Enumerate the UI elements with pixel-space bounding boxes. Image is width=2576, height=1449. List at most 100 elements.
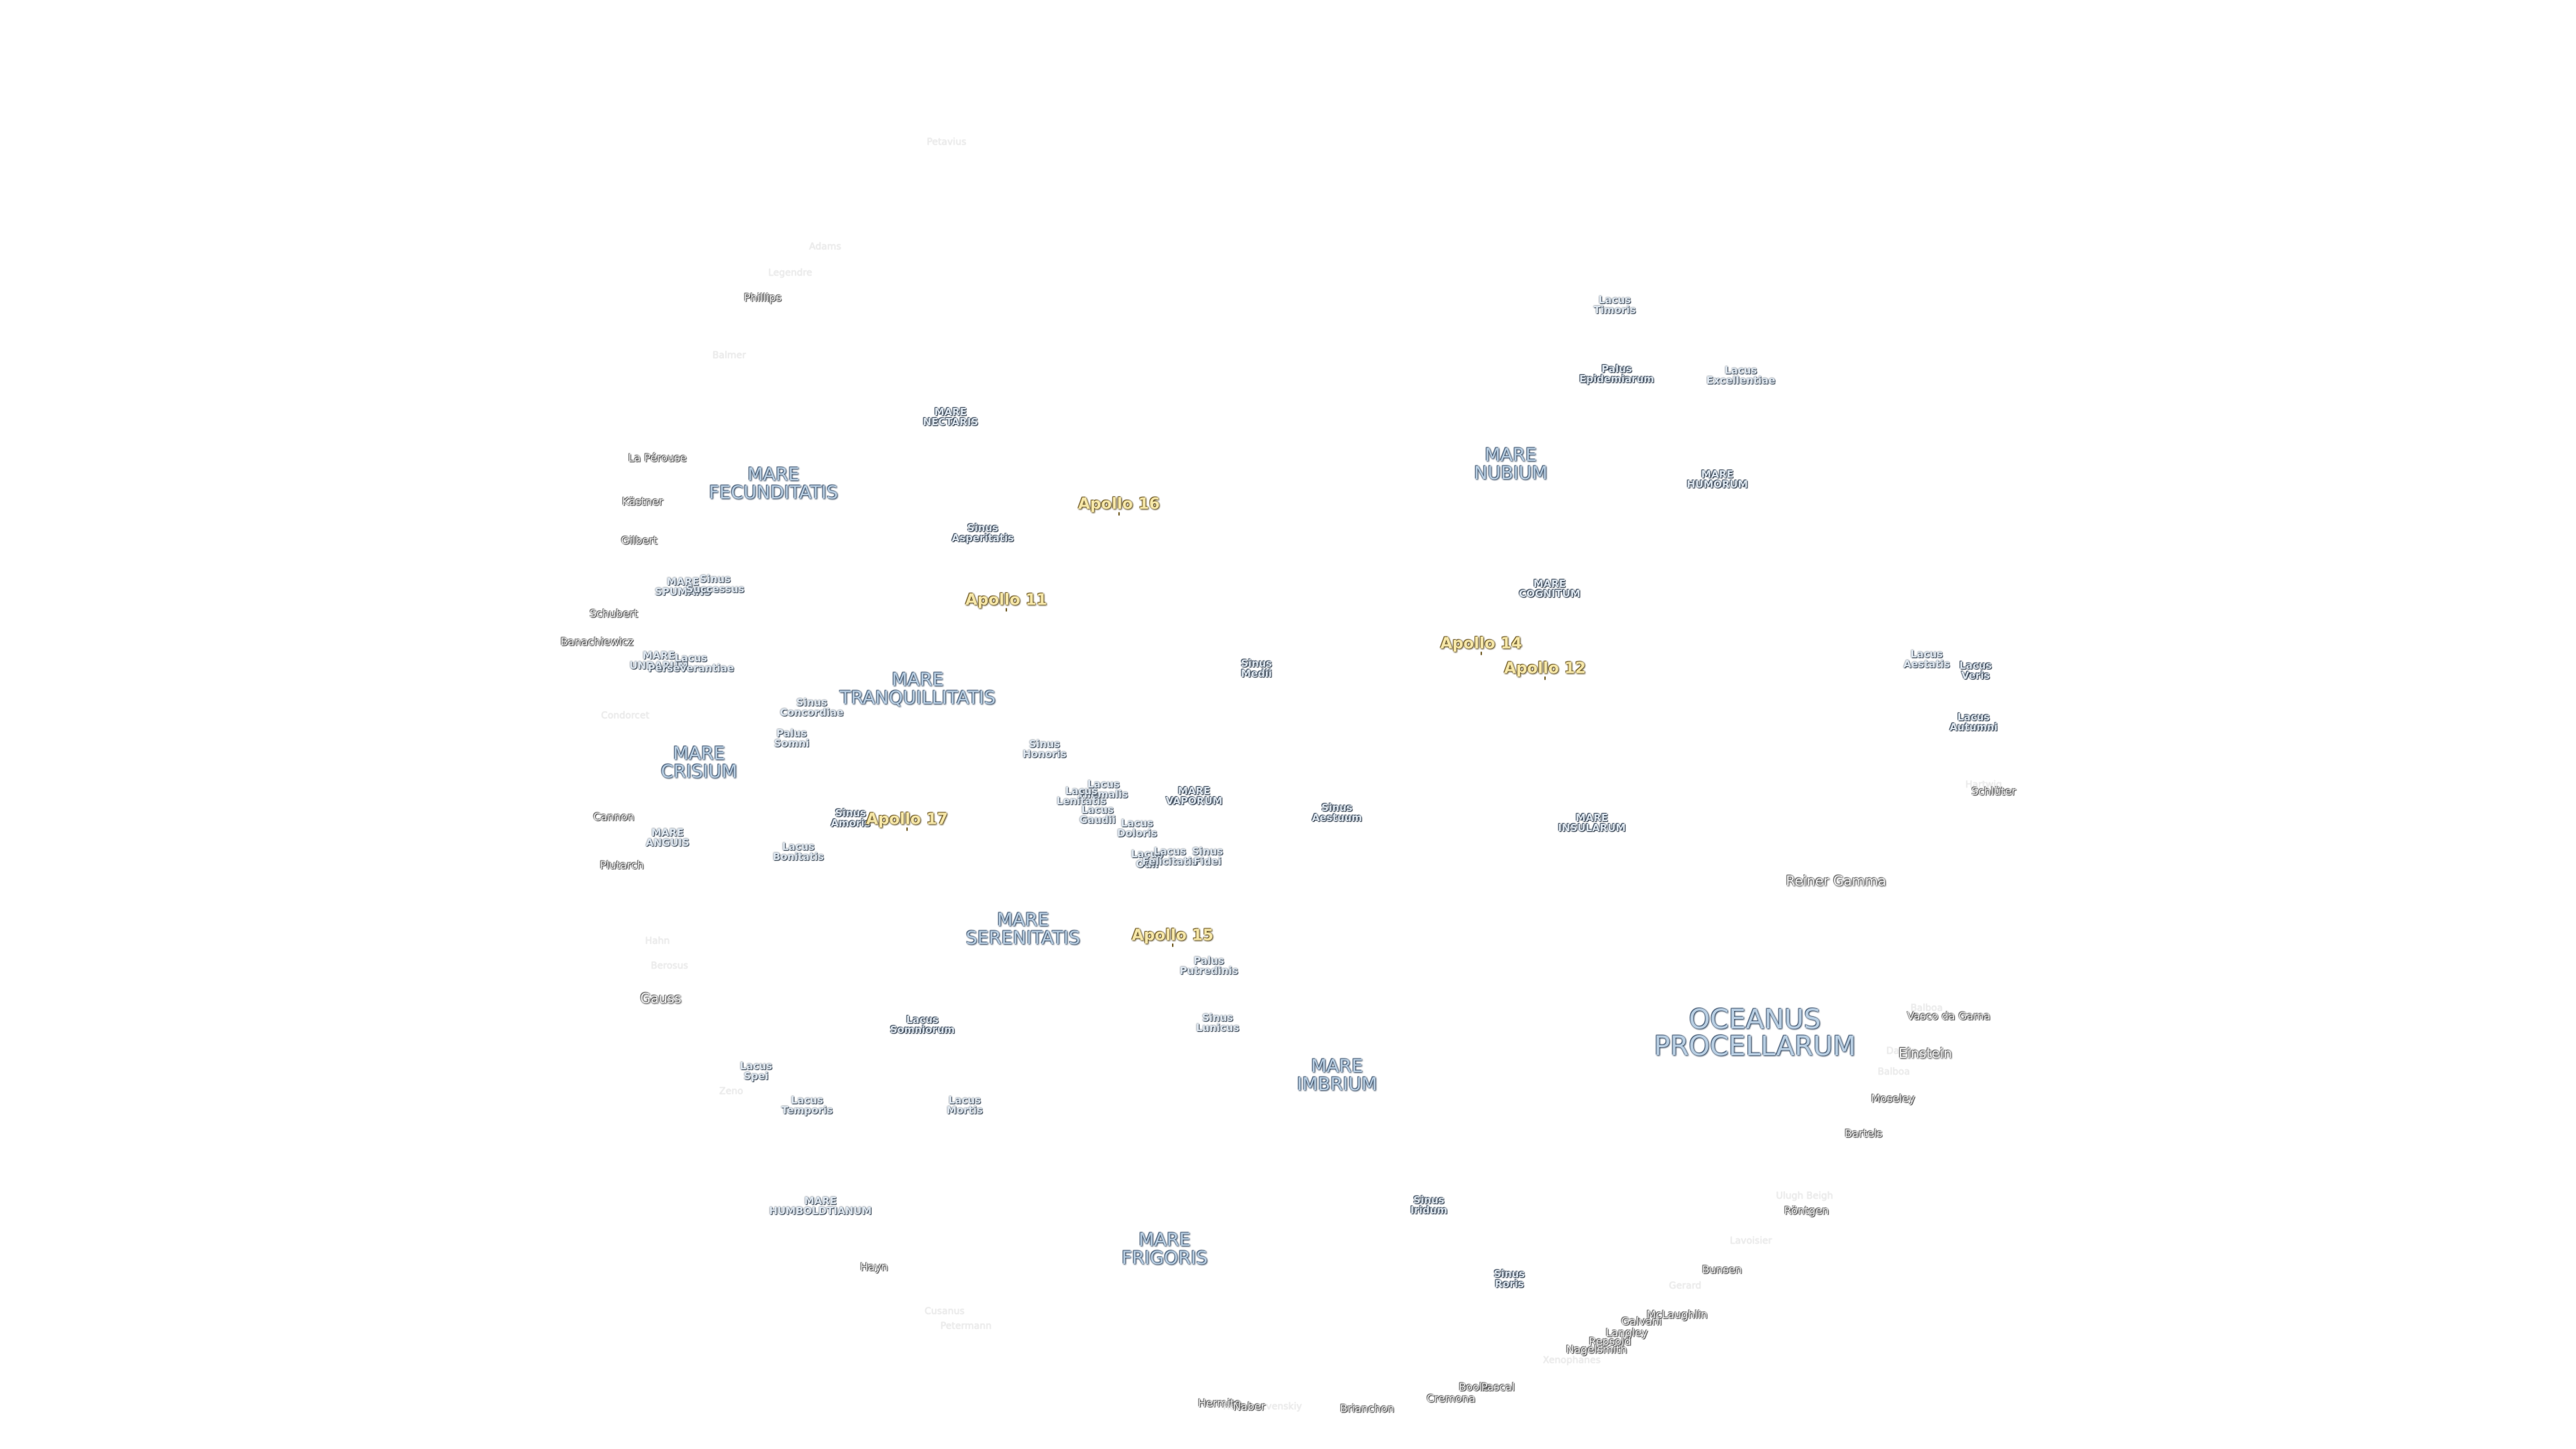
label-lacus-aestatis: Lacus Aestatis [1903, 648, 1950, 670]
label-sinus-lunicus: Sinus Lunicus [1195, 1012, 1240, 1034]
label-zeno: Zeno [719, 1086, 743, 1097]
label-pascal: Pascal [1481, 1381, 1515, 1393]
label-lavoisier: Lavoisier [1729, 1236, 1772, 1246]
label-lacus-hiemalis: Lacus Hiemalis [1079, 778, 1128, 800]
label-lacus-veris: Lacus Veris [1959, 659, 1992, 682]
label-palus-epidemiarum: Palus Epidemiarum [1579, 363, 1654, 385]
label-hartwig: Hartwig [1965, 780, 2002, 790]
label-petermann: Petermann [940, 1321, 992, 1332]
label-mare-fecunditatis: MARE FECUNDITATIS [708, 464, 839, 503]
label-lacus-autumni: Lacus Autumni [1949, 711, 1998, 733]
label-mclaughlin: McLaughlin [1646, 1308, 1708, 1321]
label-gilbert: Gilbert [621, 534, 658, 547]
label-sinus-iridum: Sinus Iridum [1410, 1194, 1448, 1216]
label-berosus: Berosus [651, 961, 688, 971]
label-galvani: Galvani [1621, 1315, 1662, 1328]
label-phillips: Phillips [743, 291, 782, 304]
label-sinus-fidei: Sinus Fidei [1191, 845, 1224, 867]
label-lacus-timoris: Lacus Timoris [1593, 294, 1636, 316]
label-banachiewicz: Banachiewicz [560, 635, 634, 648]
label-repsold: Repsold [1589, 1335, 1631, 1348]
label-brianchon: Brianchon [1340, 1402, 1395, 1415]
label-ulugh-beigh: Ulugh Beigh [1776, 1191, 1833, 1201]
label-lacus-doloris: Lacus Doloris [1117, 817, 1157, 839]
label-cremona: Cremona [1426, 1392, 1476, 1405]
label-bunsen: Bunsen [1702, 1263, 1742, 1276]
apollo-12-landing-site: Apollo 12 [1504, 659, 1586, 680]
label-petavius: Petavius [926, 137, 967, 148]
label-balboa-2: Balboa [1877, 1067, 1911, 1077]
label-langley: Langley [1605, 1326, 1648, 1339]
label-mare-nubium: MARE NUBIUM [1474, 445, 1548, 484]
label-sinus-aestuum: Sinus Aestuum [1311, 802, 1362, 824]
apollo-17-landing-site: Apollo 17 [866, 810, 948, 831]
label-mare-nectaris: MARE NECTARIS [922, 406, 979, 428]
label-mare-imbrium: MARE IMBRIUM [1297, 1056, 1377, 1095]
label-vasco-da-gama: Vasco da Gama [1907, 1010, 1991, 1022]
label-dalton: Dalton [1886, 1046, 1918, 1057]
apollo-16-landing-site: Apollo 16 [1078, 495, 1160, 516]
label-gauss: Gauss [640, 990, 682, 1006]
label-mare-humboldtianum: MARE HUMBOLDTIANUM [769, 1195, 872, 1217]
label-hayn: Hayn [860, 1260, 888, 1273]
label-sinus-medii: Sinus Medii [1240, 657, 1273, 680]
label-xenophanes: Xenophanes [1542, 1355, 1601, 1366]
label-cannon: Cannon [593, 810, 635, 823]
label-mare-cognitum: MARE COGNITUM [1519, 578, 1580, 600]
label-schubert: Schubert [589, 607, 639, 620]
label-nansen: Nansen [1587, 1344, 1623, 1355]
label-reiner-gamma: Reiner Gamma [1786, 873, 1886, 889]
label-mare-spumans: MARE SPUMANS [655, 576, 711, 598]
label-legendre: Legendre [768, 268, 812, 278]
label-mare-anguis: MARE ANGUIS [645, 826, 690, 849]
label-mare-serenitatis: MARE SERENITATIS [965, 910, 1081, 949]
apollo-11-landing-site: Apollo 11 [965, 591, 1047, 612]
label-lacus-lenitatis: Lacus Lenitatis [1056, 785, 1107, 807]
label-sinus-concordiae: Sinus Concordiae [780, 696, 844, 718]
label-oceanus-procellarum: OCEANUS PROCELLARUM [1654, 1004, 1856, 1062]
label-lacus-mortis: Lacus Mortis [947, 1094, 983, 1116]
label-cusanus: Cusanus [924, 1306, 965, 1317]
label-lacus-somniorum: Lacus Somniorum [890, 1014, 955, 1036]
label-gerard: Gerard [1668, 1281, 1702, 1291]
label-balmer: Balmer [712, 350, 747, 361]
label-adams: Adams [809, 241, 841, 252]
label-moseley: Moseley [1871, 1092, 1915, 1105]
label-lacus-spei: Lacus Spei [739, 1060, 773, 1082]
label-schluter: Schlüter [1971, 785, 2017, 798]
label-hermite: Hermite [1197, 1397, 1242, 1409]
label-plutarch: Plutarch [600, 859, 644, 871]
label-mare-undarum: MARE UNDARUM [629, 649, 688, 672]
apollo-15-landing-site: Apollo 15 [1132, 926, 1214, 947]
label-mare-frigoris: MARE FRIGORIS [1121, 1230, 1208, 1269]
label-nagelsmith: Nagelsmith [1566, 1343, 1627, 1356]
label-lacus-perseverantiae: Lacus Perseverantiae [647, 652, 735, 674]
label-naber: Naber [1232, 1400, 1266, 1413]
label-lacus-felicitatis: Lacus Felicitatis [1142, 845, 1198, 867]
label-sinus-honoris: Sinus Honoris [1022, 738, 1067, 760]
label-bartels: Bartels [1844, 1127, 1883, 1140]
label-mare-tranquillitatis: MARE TRANQUILLITATIS [839, 669, 996, 708]
label-boole: Boole [1458, 1381, 1489, 1393]
label-condorcet: Condorcet [601, 710, 649, 721]
label-mare-humorum: MARE HUMORUM [1686, 468, 1748, 490]
label-rontgen: Röntgen [1784, 1204, 1829, 1217]
label-kastner: Kästner [622, 495, 663, 508]
label-la-perouse: La Pérouse [628, 451, 687, 464]
label-sinus-roris: Sinus Roris [1493, 1268, 1525, 1290]
label-mare-crisium: MARE CRISIUM [661, 743, 737, 782]
label-einstein: Einstein [1898, 1045, 1952, 1061]
label-lacus-gaudii: Lacus Gaudii [1079, 804, 1116, 826]
label-lacus-odii: Lacus Odii [1130, 848, 1164, 870]
label-palus-somni: Palus Somni [773, 727, 810, 749]
apollo-14-landing-site: Apollo 14 [1440, 635, 1522, 655]
label-lacus-excellentiae: Lacus Excellentiae [1706, 364, 1776, 386]
label-sinus-asperitatis: Sinus Asperitatis [951, 522, 1014, 544]
label-sinus-amoris: Sinus Amoris [830, 807, 871, 829]
label-mare-insularum: MARE INSULARUM [1558, 812, 1626, 834]
label-balboa: Balboa [1910, 1003, 1943, 1014]
label-lacus-bonitatis: Lacus Bonitatis [772, 841, 824, 863]
label-sinus-successus: Sinus Successus [686, 573, 745, 595]
label-palus-putredinis: Palus Putredinis [1179, 955, 1238, 977]
label-mare-vaporum: MARE VAPORUM [1165, 785, 1223, 807]
